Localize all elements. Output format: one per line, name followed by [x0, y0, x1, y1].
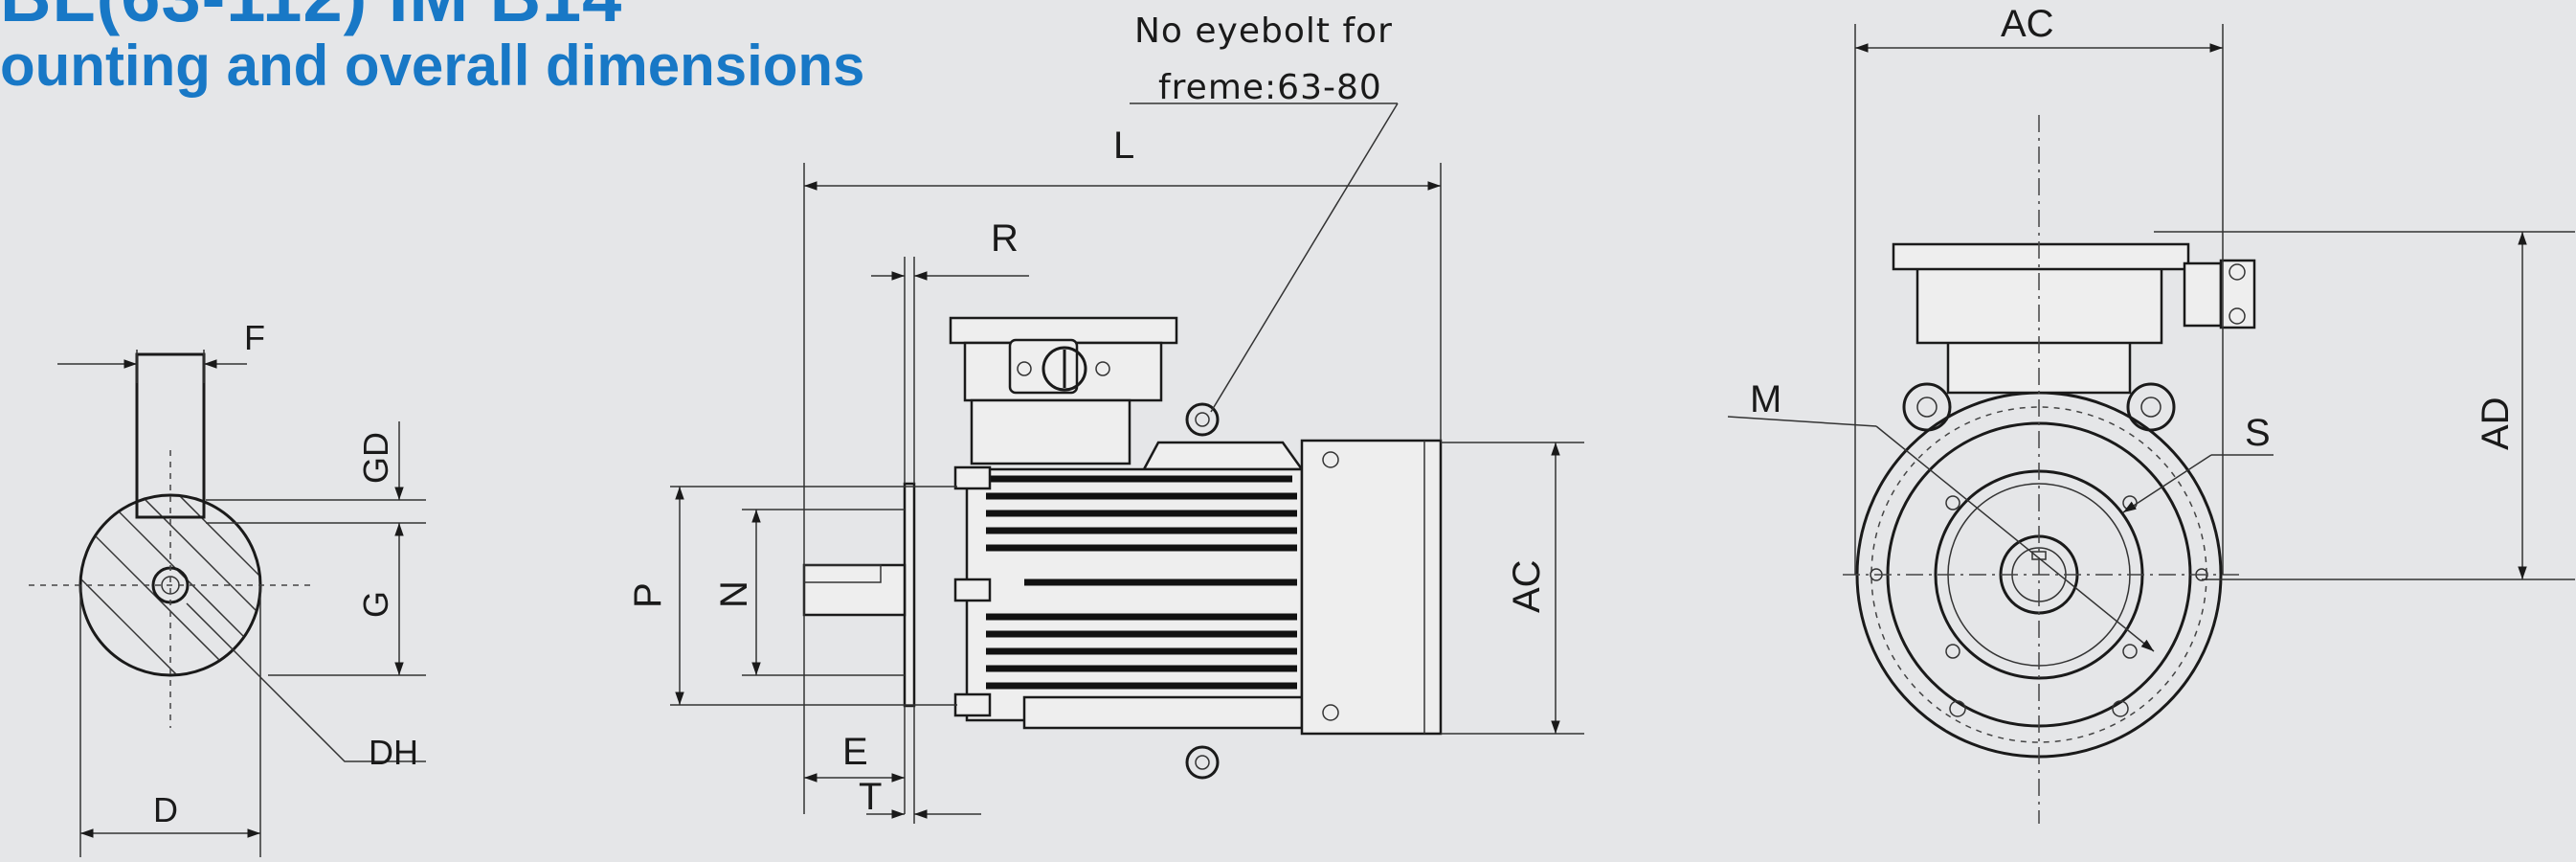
label-F: F [244, 318, 265, 357]
note-line-1: No eyebolt for [1134, 11, 1393, 51]
note-line-2: freme:63-80 [1158, 68, 1382, 107]
label-P: P [627, 582, 669, 608]
label-T: T [859, 776, 882, 818]
label-AD: AD [2475, 397, 2517, 450]
page-title-top: BL(63-112) IM B14 [0, 0, 622, 37]
label-S: S [2245, 412, 2271, 454]
label-G: G [356, 591, 395, 618]
shaft-key [135, 352, 206, 519]
shaft-hatching [81, 496, 259, 674]
label-AC-top: AC [2001, 3, 2054, 45]
label-GD: GD [356, 432, 395, 484]
label-DH: DH [369, 733, 418, 772]
shaft-section-view: F GD G DH D [29, 318, 426, 857]
label-D: D [153, 790, 178, 829]
page-title: ounting and overall dimensions [0, 34, 865, 98]
cooling-fins [976, 475, 1297, 690]
label-R: R [991, 217, 1019, 260]
label-E: E [842, 731, 868, 773]
label-L: L [1113, 125, 1134, 167]
front-view: M S AC AD [1727, 3, 2575, 824]
label-AC-side: AC [1506, 559, 1548, 613]
side-view: No eyebolt for freme:63-80 L R P N E T [627, 11, 1584, 824]
label-M: M [1750, 378, 1781, 420]
label-N: N [713, 580, 755, 608]
